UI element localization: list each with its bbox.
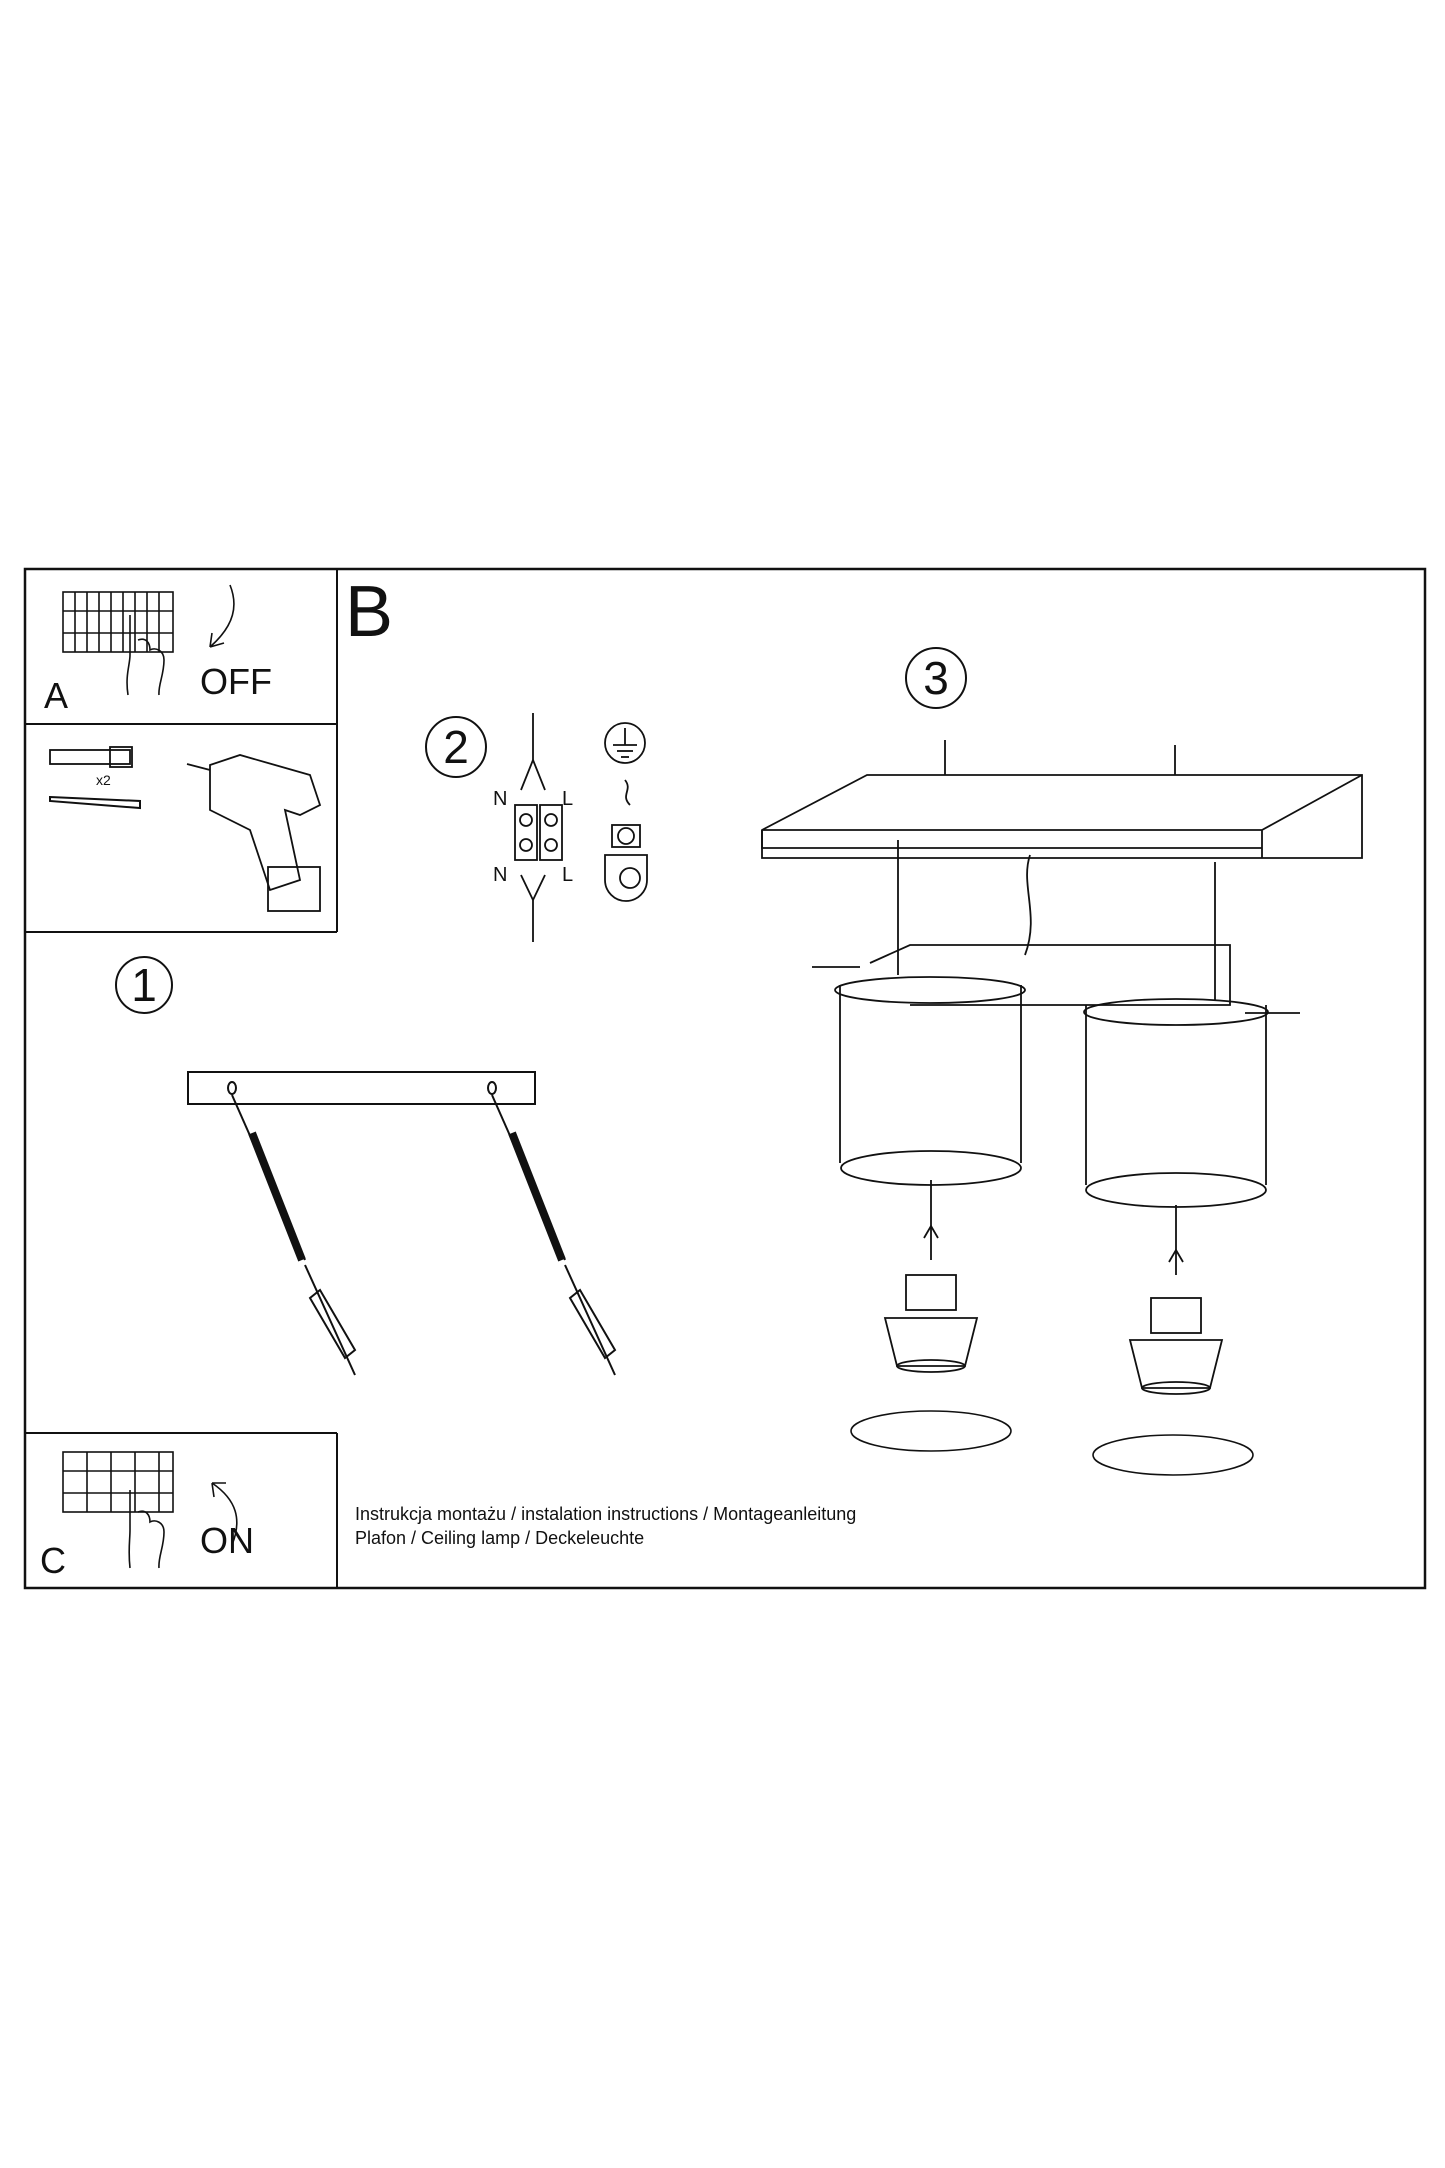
panel-c-action: ON: [200, 1520, 254, 1561]
terminal-block-icon: [514, 713, 563, 942]
lamp-canopy: [812, 840, 1300, 1014]
mounting-hole: [487, 1081, 497, 1095]
panel-c-letter: C: [40, 1540, 66, 1581]
drill-icon: [186, 754, 322, 912]
step-circle: [115, 956, 173, 1014]
outer-frame: [23, 567, 1427, 1590]
step-2-number: 2: [443, 721, 469, 773]
circuit-breaker-icon: [62, 591, 174, 653]
step-circle: [425, 716, 487, 778]
rotate-counterclockwise-icon: [1092, 1434, 1254, 1476]
quantity-label: x2: [96, 772, 111, 788]
hand-icon: [126, 615, 165, 696]
ground-terminal-icon: [604, 722, 648, 902]
caption-line-1: Instrukcja montażu / instalation instruc…: [355, 1504, 857, 1524]
gu10-bulb-icon: [883, 1180, 979, 1373]
mounting-hole: [227, 1081, 237, 1095]
lamp-cylinder: [834, 976, 1026, 1186]
gu10-bulb-icon: [1128, 1205, 1224, 1395]
mounting-bar: [187, 1071, 536, 1105]
hand-icon: [128, 1490, 165, 1569]
wire-n-top: N: [493, 788, 508, 810]
wire-n-bottom: N: [493, 864, 508, 886]
panel-a-letter: A: [44, 675, 69, 716]
wire-l-bottom: L: [562, 864, 574, 886]
wire-l-top: L: [562, 788, 574, 810]
panel-b-letter: B: [345, 572, 394, 652]
ceiling-plate: [761, 740, 1363, 859]
lamp-cylinder: [1083, 998, 1269, 1208]
step-1-number: 1: [131, 959, 157, 1011]
screw-icon: [49, 795, 141, 810]
screw-and-plug-icon: [231, 1094, 357, 1376]
step-3-number: 3: [923, 652, 949, 704]
arrow-up-icon: [211, 1482, 238, 1546]
rotate-clockwise-icon: [850, 1410, 1012, 1452]
panel-a-action: OFF: [200, 661, 272, 702]
screw-and-plug-icon: [491, 1094, 617, 1376]
caption-line-2: Plafon / Ceiling lamp / Deckeleuchte: [355, 1528, 645, 1548]
wall-plug-icon: [49, 746, 133, 768]
arrow-down-icon: [209, 584, 235, 648]
circuit-breaker-icon: [62, 1451, 174, 1513]
step-circle: [905, 647, 967, 709]
